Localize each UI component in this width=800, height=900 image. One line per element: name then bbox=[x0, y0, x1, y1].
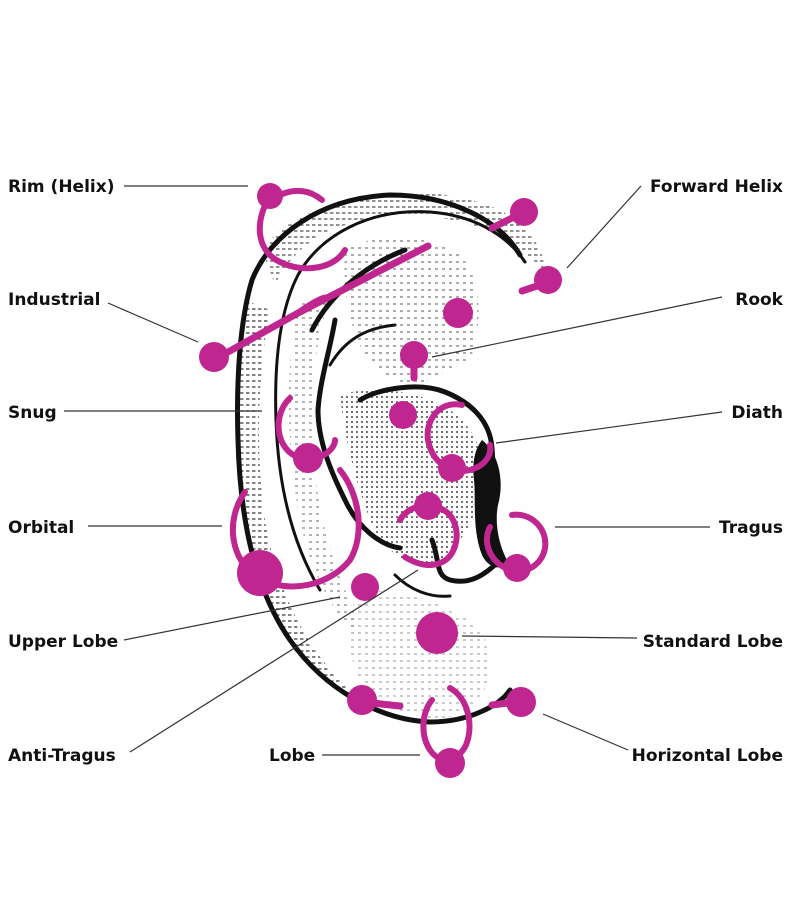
label-horizontal-lobe: Horizontal Lobe bbox=[632, 746, 783, 766]
standard-lobe-piercing bbox=[416, 612, 458, 654]
snug-piercing bbox=[275, 395, 338, 473]
outer-ear-contour bbox=[235, 192, 523, 725]
upper-lobe-piercing bbox=[351, 573, 379, 601]
conch-piercing bbox=[389, 401, 417, 429]
scapha-shading bbox=[288, 300, 360, 640]
label-diath: Diath bbox=[731, 403, 783, 423]
label-anti-tragus: Anti-Tragus bbox=[8, 746, 116, 766]
lobe-shading bbox=[348, 590, 491, 719]
tragus-notch bbox=[473, 440, 510, 568]
leader-lines bbox=[64, 185, 723, 756]
orbital-piercing bbox=[230, 467, 362, 596]
label-tragus: Tragus bbox=[719, 518, 783, 538]
rim-helix-piercing bbox=[256, 183, 348, 272]
label-rook: Rook bbox=[735, 290, 783, 310]
label-orbital: Orbital bbox=[8, 518, 74, 538]
rook-piercing bbox=[400, 298, 473, 382]
tragus-piercing bbox=[483, 511, 549, 582]
anti-tragus-piercing bbox=[397, 492, 460, 568]
label-rim-helix: Rim (Helix) bbox=[8, 177, 114, 197]
helix-inner-contour bbox=[274, 210, 527, 592]
industrial-piercing bbox=[199, 242, 432, 372]
labels: Rim (Helix) Forward Helix Industrial Roo… bbox=[8, 177, 784, 766]
crus-contour bbox=[328, 323, 397, 367]
label-standard-lobe: Standard Lobe bbox=[643, 632, 783, 652]
label-upper-lobe: Upper Lobe bbox=[8, 632, 118, 652]
antitragus-contour bbox=[393, 573, 452, 598]
diath-piercing bbox=[424, 401, 494, 482]
forward-helix-piercing bbox=[488, 198, 562, 295]
ear-illustration bbox=[235, 192, 545, 725]
concha-shading bbox=[340, 390, 484, 565]
label-forward-helix: Forward Helix bbox=[650, 177, 783, 197]
label-industrial: Industrial bbox=[8, 290, 100, 310]
horizontal-lobe-piercing bbox=[347, 685, 536, 717]
piercings bbox=[199, 183, 562, 778]
label-lobe: Lobe bbox=[269, 746, 315, 766]
lobe-piercing bbox=[420, 685, 473, 778]
label-snug: Snug bbox=[8, 403, 57, 423]
